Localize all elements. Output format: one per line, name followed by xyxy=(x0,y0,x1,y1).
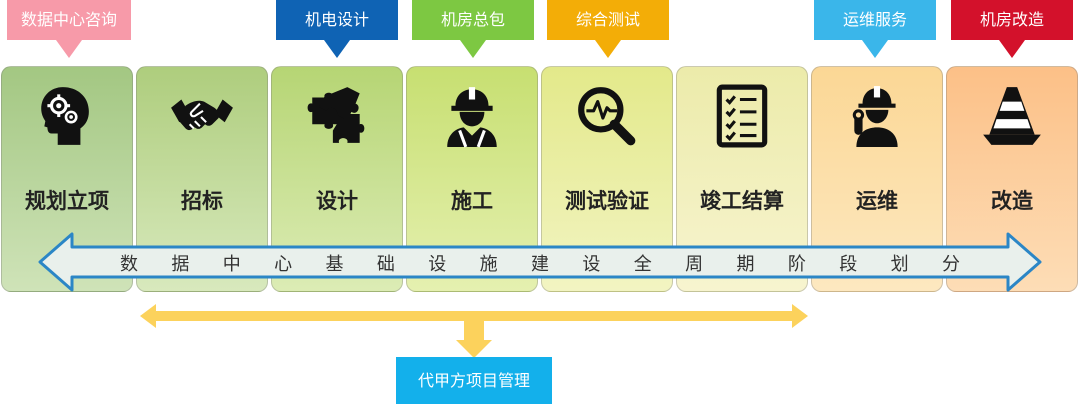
arrow-text-char: 段 xyxy=(839,254,858,275)
callout-consulting-box: 数据中心咨询 xyxy=(7,0,131,40)
traffic-cone-icon xyxy=(979,83,1045,149)
callout-operations: 运维服务 xyxy=(814,0,936,58)
callout-testing-pointer xyxy=(595,40,621,58)
head-gears-icon xyxy=(34,83,100,149)
arrow-text-char: 划 xyxy=(890,254,909,275)
stage-testing-label: 测试验证 xyxy=(565,189,649,213)
puzzle-icon xyxy=(304,83,370,149)
arrow-text-char: 周 xyxy=(685,254,704,275)
maintenance-worker-icon xyxy=(844,83,910,149)
lifecycle-timeline-arrow xyxy=(38,232,1042,292)
callout-testing: 综合测试 xyxy=(547,0,669,58)
callout-operations-box: 运维服务 xyxy=(814,0,936,40)
construction-worker-icon xyxy=(439,83,505,149)
callout-general-contract: 机房总包 xyxy=(412,0,534,58)
callout-operations-pointer xyxy=(862,40,888,58)
stage-construction-label: 施工 xyxy=(451,189,493,213)
arrow-text-char: 设 xyxy=(428,254,447,275)
arrow-text-char: 基 xyxy=(325,254,344,275)
arrow-text-char: 础 xyxy=(376,254,395,275)
callout-mep-design: 机电设计 xyxy=(276,0,398,58)
arrow-text-char: 中 xyxy=(222,254,241,275)
magnifier-pulse-icon xyxy=(574,83,640,149)
stage-design-label: 设计 xyxy=(316,189,358,213)
arrow-text-char: 数 xyxy=(120,254,138,275)
callout-general-contract-box: 机房总包 xyxy=(412,0,534,40)
callout-renovation: 机房改造 xyxy=(951,0,1073,58)
arrow-text-char: 设 xyxy=(582,254,601,275)
callout-mep-design-pointer xyxy=(324,40,350,58)
callout-mep-design-box: 机电设计 xyxy=(276,0,398,40)
callout-renovation-pointer xyxy=(999,40,1025,58)
management-bracket-arrow xyxy=(136,296,812,360)
callout-consulting-pointer xyxy=(56,40,82,58)
stage-planning-label: 规划立项 xyxy=(25,189,109,213)
stage-renovation-label: 改造 xyxy=(991,189,1033,213)
stage-bidding-label: 招标 xyxy=(181,189,223,213)
stage-acceptance-label: 竣工结算 xyxy=(700,189,784,213)
handshake-icon xyxy=(169,83,235,149)
arrow-text-char: 心 xyxy=(274,254,293,275)
arrow-text-char: 分 xyxy=(942,254,960,275)
callout-consulting: 数据中心咨询 xyxy=(7,0,131,58)
stage-operations-label: 运维 xyxy=(856,189,898,213)
arrow-text-char: 全 xyxy=(633,254,652,275)
arrow-text-char: 阶 xyxy=(787,254,806,275)
callout-testing-box: 综合测试 xyxy=(547,0,669,40)
arrow-text-char: 施 xyxy=(479,254,498,275)
management-label: 代甲方项目管理 xyxy=(396,357,552,404)
arrow-text-char: 建 xyxy=(531,254,549,275)
arrow-text-char: 期 xyxy=(736,254,755,275)
lifecycle-arrow-text: 数据中心基础设施建设全周期阶段划分 xyxy=(120,248,960,278)
callout-renovation-box: 机房改造 xyxy=(951,0,1073,40)
checklist-icon xyxy=(709,83,775,149)
callout-general-contract-pointer xyxy=(460,40,486,58)
arrow-text-char: 据 xyxy=(171,254,190,275)
